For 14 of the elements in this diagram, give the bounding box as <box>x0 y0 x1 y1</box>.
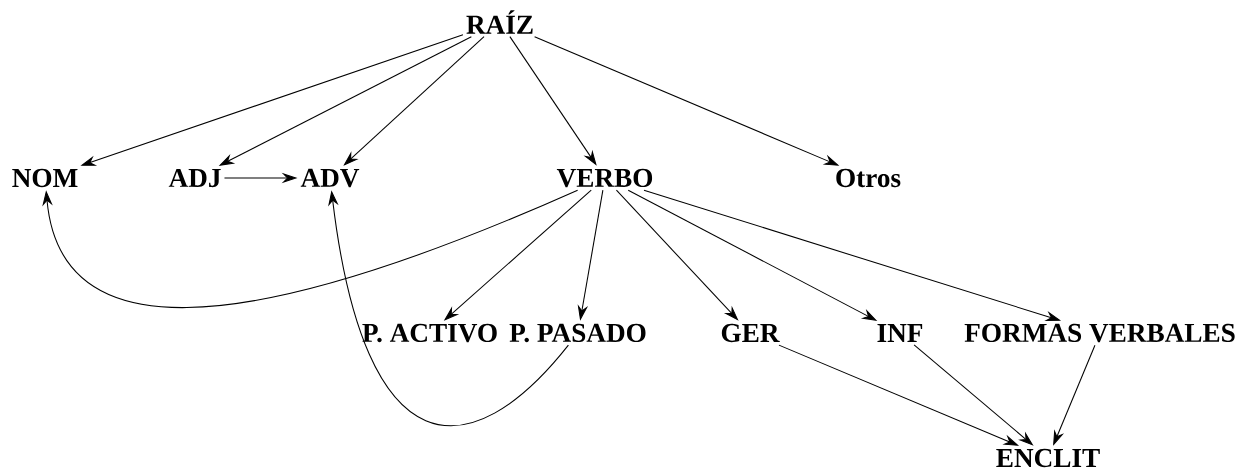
node-label: NOM <box>12 168 78 188</box>
node-label: GER <box>721 323 780 343</box>
node-label: Otros <box>836 168 901 188</box>
node-label: ADV <box>300 168 360 188</box>
arrow <box>615 189 739 321</box>
node-label: P. ACTIVO <box>362 323 497 343</box>
node-label: FORMAS VERBALES <box>964 323 1235 343</box>
node-label: ENCLIT <box>996 448 1100 468</box>
node-label: INF <box>877 324 923 342</box>
node-label: VERBO <box>556 168 653 188</box>
arrow <box>42 189 579 309</box>
node-label: P. PASADO <box>509 323 646 343</box>
node-label: RAÍZ <box>466 10 533 34</box>
node-label: ADJ <box>168 168 221 188</box>
